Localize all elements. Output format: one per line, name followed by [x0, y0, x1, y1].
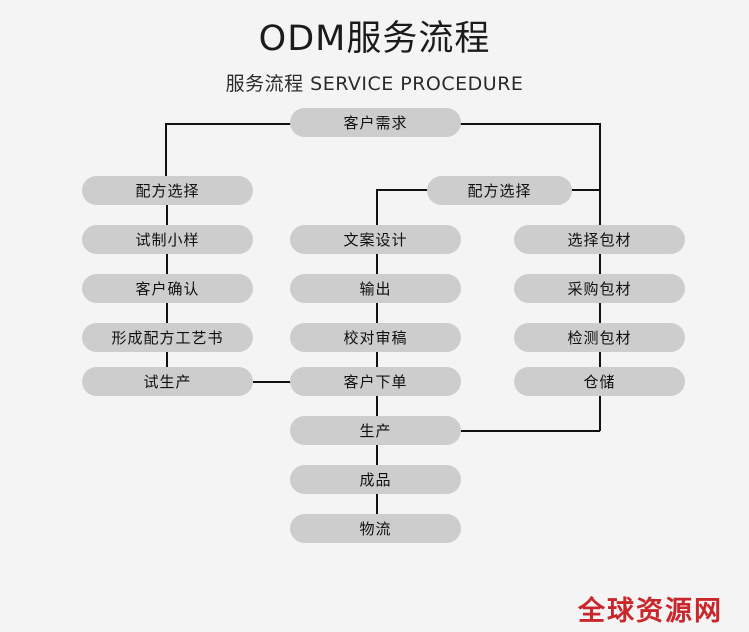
node-production[interactable]: 生产	[290, 416, 461, 445]
node-finished-product[interactable]: 成品	[290, 465, 461, 494]
connector-root-to-left-branch-v	[165, 123, 167, 176]
connector-right-header-to-1	[599, 204, 601, 226]
connector-root-to-right-branch-h	[460, 123, 601, 125]
node-customer-requirement[interactable]: 客户需求	[290, 108, 461, 137]
node-right-select-packaging[interactable]: 选择包材	[514, 225, 685, 254]
node-right-inspect-packaging[interactable]: 检测包材	[514, 323, 685, 352]
node-left-trial-production[interactable]: 试生产	[82, 367, 253, 396]
node-mid-proofreading[interactable]: 校对审稿	[290, 323, 461, 352]
connector-right-1-2	[599, 253, 601, 275]
connector-root-to-left-branch-h	[166, 123, 291, 125]
connector-mid-2-3	[376, 302, 378, 324]
connector-finished-to-logistics	[376, 494, 378, 514]
page-title: ODM服务流程	[258, 19, 491, 59]
connector-right-3-4	[599, 351, 601, 373]
connector-mid-header-left-v	[376, 189, 378, 226]
node-mid-customer-order[interactable]: 客户下单	[290, 367, 461, 396]
node-left-formula-process-doc[interactable]: 形成配方工艺书	[82, 323, 253, 352]
connector-left-3-4	[166, 302, 168, 324]
connector-right-spine-to-production	[461, 430, 600, 432]
node-left-formula-selection[interactable]: 配方选择	[82, 176, 253, 205]
connector-mid-3-4	[376, 351, 378, 373]
node-mid-copy-design[interactable]: 文案设计	[290, 225, 461, 254]
connector-right-spine-to-mid-header	[571, 189, 600, 191]
node-left-customer-confirm[interactable]: 客户确认	[82, 274, 253, 303]
connector-production-to-finished	[376, 445, 378, 465]
connector-mid-1-2	[376, 253, 378, 275]
node-mid-formula-selection[interactable]: 配方选择	[427, 176, 572, 205]
node-mid-output[interactable]: 输出	[290, 274, 461, 303]
connector-right-2-3	[599, 302, 601, 324]
node-right-warehousing[interactable]: 仓储	[514, 367, 685, 396]
node-right-purchase-packaging[interactable]: 采购包材	[514, 274, 685, 303]
connector-left-4-5	[166, 351, 168, 373]
watermark-logo: 全球资源网	[578, 596, 723, 627]
connector-mid-header-left-h	[377, 189, 428, 191]
node-logistics[interactable]: 物流	[290, 514, 461, 543]
connector-trial-to-order	[253, 381, 291, 383]
page-subtitle: 服务流程 SERVICE PROCEDURE	[225, 73, 524, 95]
node-left-trial-sample[interactable]: 试制小样	[82, 225, 253, 254]
connector-left-2-3	[166, 253, 168, 275]
connector-left-1-2	[166, 204, 168, 226]
connector-mid-4-production	[376, 396, 378, 416]
